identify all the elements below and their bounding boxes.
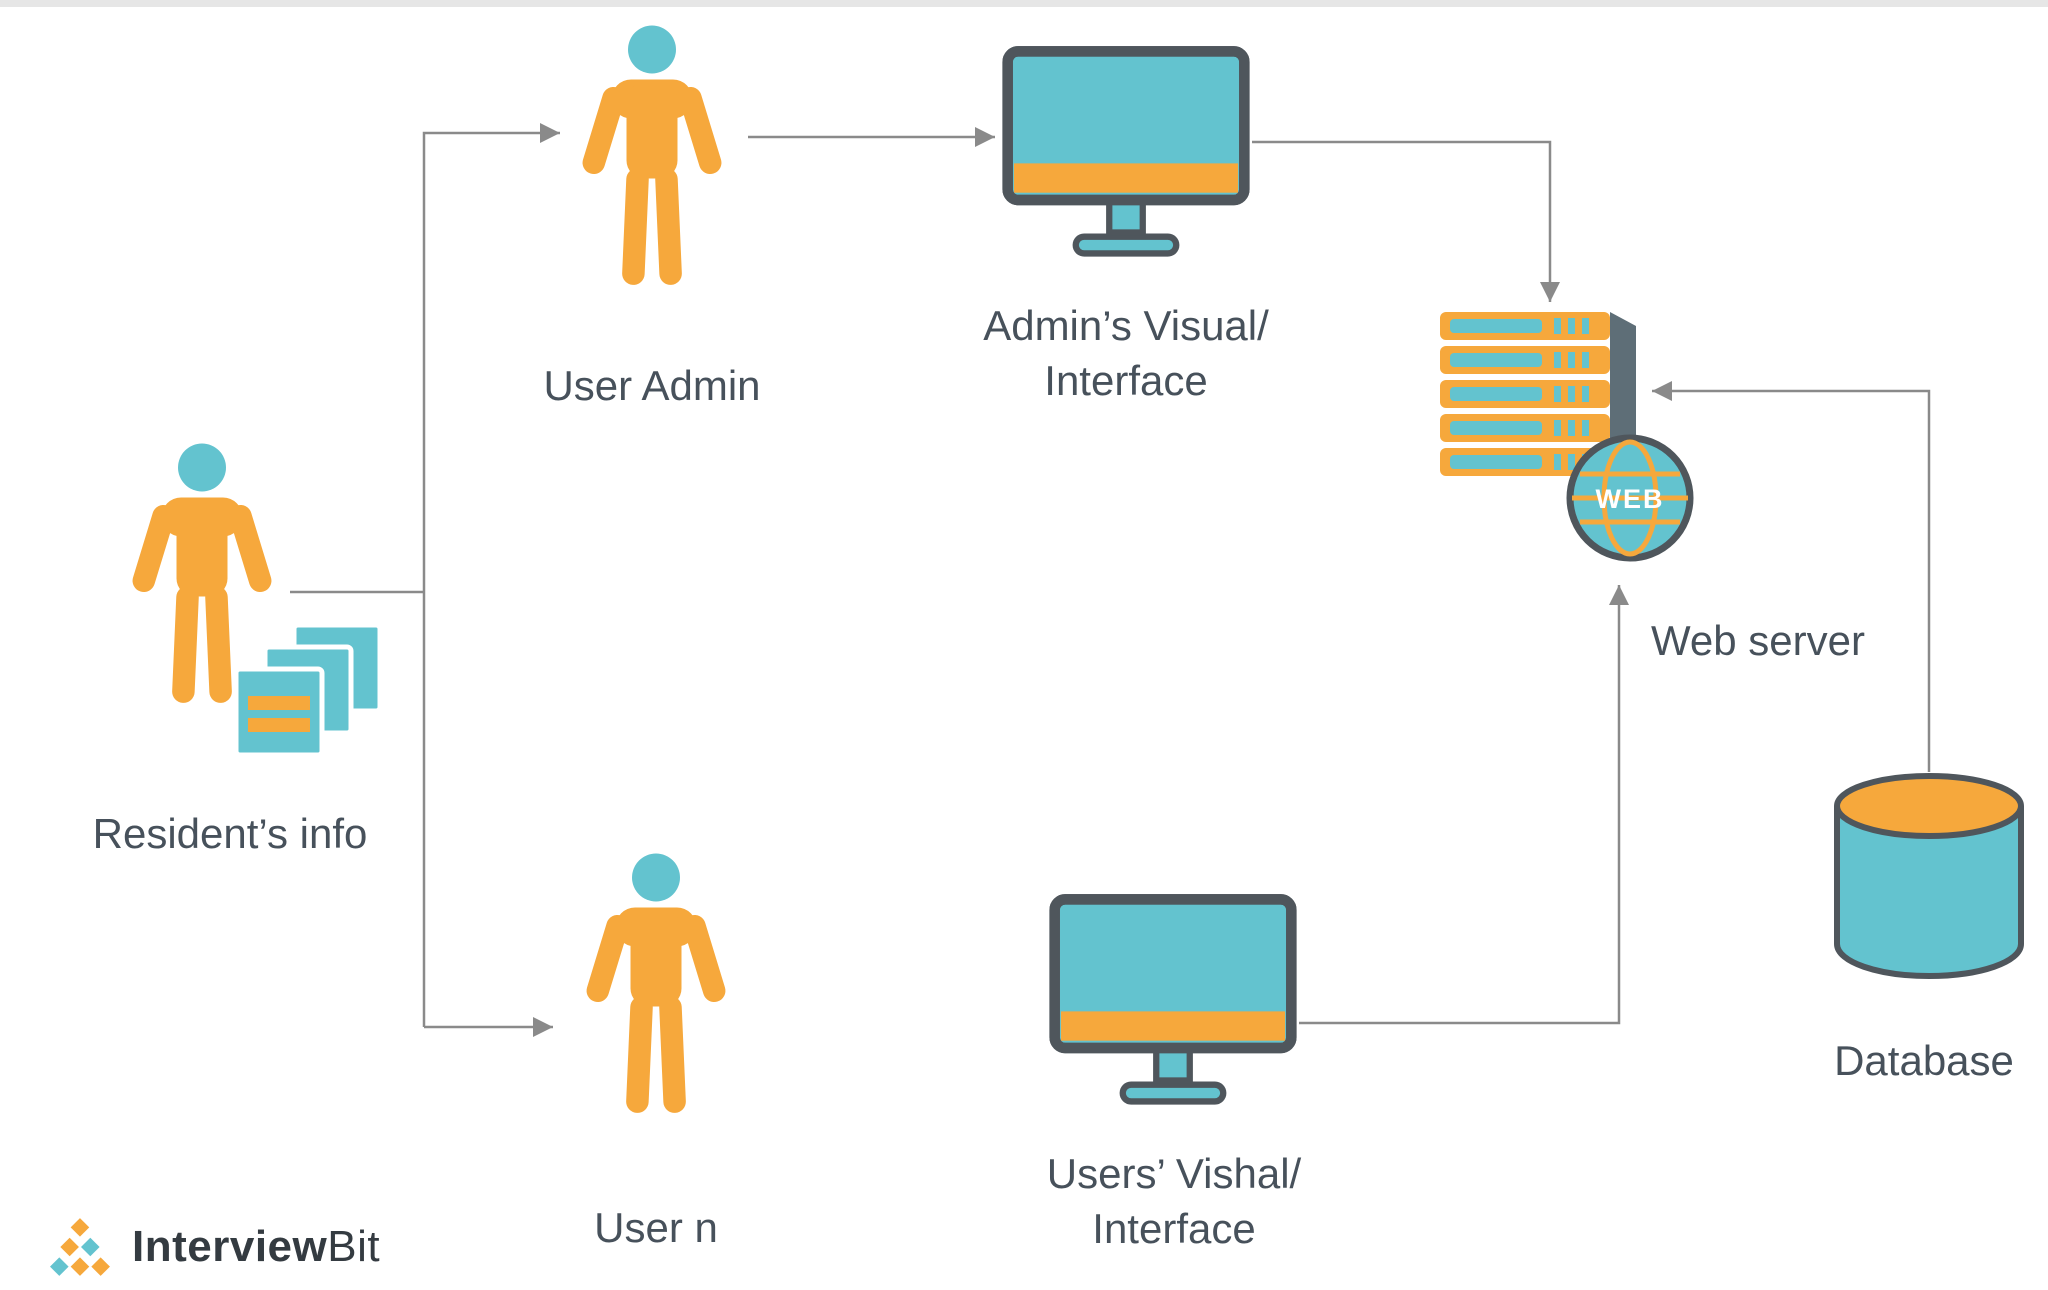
database-icon: [1834, 773, 2024, 980]
interviewbit-logo-icon: [50, 1218, 110, 1276]
web-server-icon: WEB: [1440, 312, 1694, 562]
web-server-label: Web server: [1651, 617, 1865, 664]
user-n-icon: [566, 852, 746, 1152]
edge-admin-interface-to-web-server: [1252, 140, 1560, 302]
edge-database-to-web-server: [1652, 381, 1931, 772]
interviewbit-logo-text: InterviewBit: [132, 1222, 380, 1272]
users-monitor-icon: [1047, 892, 1299, 1114]
edge-junction-to-user-admin: [422, 123, 560, 1027]
admin-monitor-icon: [1000, 44, 1252, 266]
documents-stack-icon: [233, 622, 383, 758]
user-n-label: User n: [594, 1204, 718, 1251]
admin-interface-label: Admin’s Visual/ Interface: [983, 298, 1269, 409]
user-admin-label: User Admin: [543, 362, 761, 409]
interviewbit-logo: InterviewBit: [44, 1216, 380, 1278]
top-edge-strip: [0, 0, 2048, 7]
admin-interface-label-line2: Interface: [1044, 357, 1208, 405]
admin-interface-label-line1: Admin’s Visual/: [983, 302, 1269, 349]
web-badge-text: WEB: [1596, 484, 1665, 514]
logo-text-primary: Interview: [132, 1222, 328, 1271]
resident-info-label: Resident’s info: [92, 810, 368, 857]
user-admin-icon: [562, 24, 742, 324]
users-interface-label-line2: Interface: [1092, 1205, 1256, 1253]
logo-text-secondary: Bit: [327, 1222, 381, 1271]
users-interface-label: Users’ Vishal/ Interface: [1047, 1146, 1301, 1257]
edge-users-interface-to-web-server: [1299, 585, 1629, 1025]
database-label: Database: [1834, 1037, 2014, 1084]
users-interface-label-line1: Users’ Vishal/: [1046, 1150, 1302, 1197]
